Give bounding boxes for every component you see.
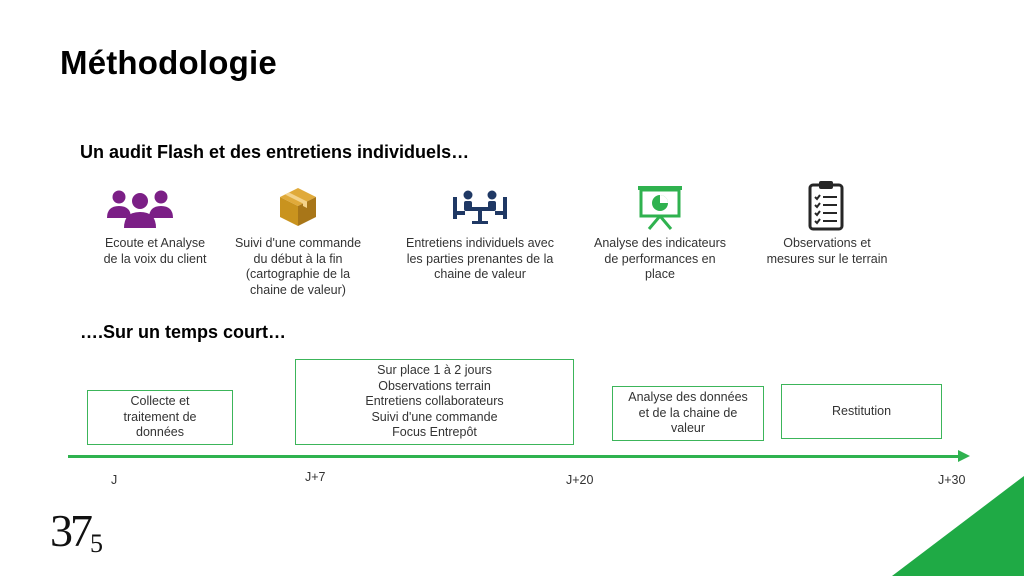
caption-observations: Observations et mesures sur le terrain <box>766 236 888 266</box>
phase-box-collecte: Collecte et traitement de données <box>87 390 233 445</box>
tick-label-j: J <box>111 473 118 487</box>
timeline-axis <box>68 455 960 458</box>
phase-box-analyse: Analyse des données et de la chaine de v… <box>612 386 764 441</box>
section-heading-temps-court: ….Sur un temps court… <box>80 322 287 342</box>
caption-voix-client: Ecoute et Analyse de la voix du client <box>103 236 207 266</box>
phase-box-sur-place: Sur place 1 à 2 jours Observations terra… <box>295 359 574 445</box>
phase-box-restitution: Restitution <box>781 384 942 439</box>
package-box-icon <box>263 182 333 232</box>
people-group-icon <box>105 182 175 232</box>
tick-label-j20: J+20 <box>566 473 594 487</box>
brand-logo: 375 <box>50 505 103 559</box>
timeline-arrowhead <box>958 450 970 462</box>
section-heading-audit: Un audit Flash et des entretiens individ… <box>80 142 470 162</box>
presentation-chart-icon <box>625 182 695 232</box>
tick-label-j7: J+7 <box>305 470 326 484</box>
meeting-table-icon <box>445 182 515 232</box>
caption-entretiens: Entretiens individuels avec les parties … <box>406 236 554 281</box>
corner-decoration <box>892 476 1024 576</box>
caption-indicateurs: Analyse des indicateurs de performances … <box>593 236 727 281</box>
page-title: Méthodologie <box>60 44 277 81</box>
clipboard-checklist-icon <box>791 180 861 231</box>
caption-suivi-commande: Suivi d'une commande du début à la fin (… <box>234 236 362 297</box>
